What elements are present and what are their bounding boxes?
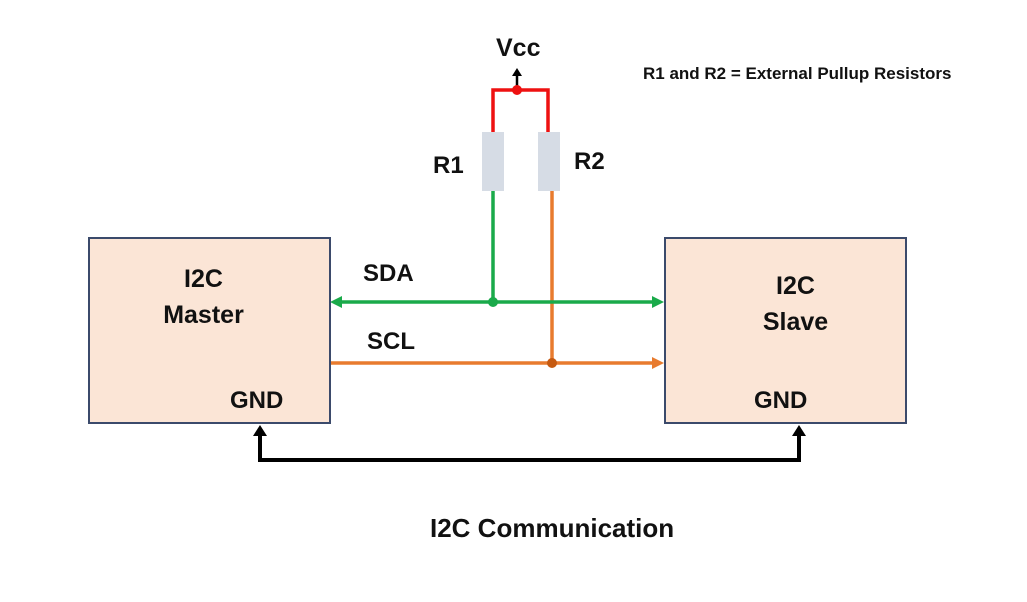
sda-junction (488, 297, 498, 307)
sda-label: SDA (363, 260, 414, 287)
i2c-master-box: I2C Master GND (88, 237, 331, 424)
resistor-r2 (538, 132, 560, 191)
sda-arrow-right (652, 296, 664, 308)
ground-wire (258, 432, 801, 462)
slave-gnd-label: GND (754, 387, 808, 414)
scl-arrow-right (652, 357, 664, 369)
master-title-line2: Master (163, 301, 244, 329)
legend-note: R1 and R2 = External Pullup Resistors (643, 64, 952, 83)
vcc-junction (512, 85, 522, 95)
vcc-rail (491, 88, 550, 132)
slave-title-line1: I2C (776, 272, 815, 300)
master-title-line1: I2C (184, 265, 223, 293)
resistor-r2-label: R2 (574, 148, 605, 175)
resistor-r1-label: R1 (433, 152, 464, 179)
i2c-slave-box: I2C Slave GND (664, 237, 907, 424)
diagram-title: I2C Communication (430, 513, 675, 543)
ground-arrow-master (253, 425, 267, 436)
vcc-label: Vcc (496, 34, 541, 62)
slave-title-line2: Slave (762, 308, 829, 336)
ground-arrow-slave (792, 425, 806, 436)
scl-junction (547, 358, 557, 368)
sda-arrow-left (330, 296, 342, 308)
scl-label: SCL (367, 328, 415, 355)
vcc-arrow-head (512, 68, 522, 76)
master-gnd-label: GND (230, 387, 284, 414)
resistor-r1 (482, 132, 504, 191)
